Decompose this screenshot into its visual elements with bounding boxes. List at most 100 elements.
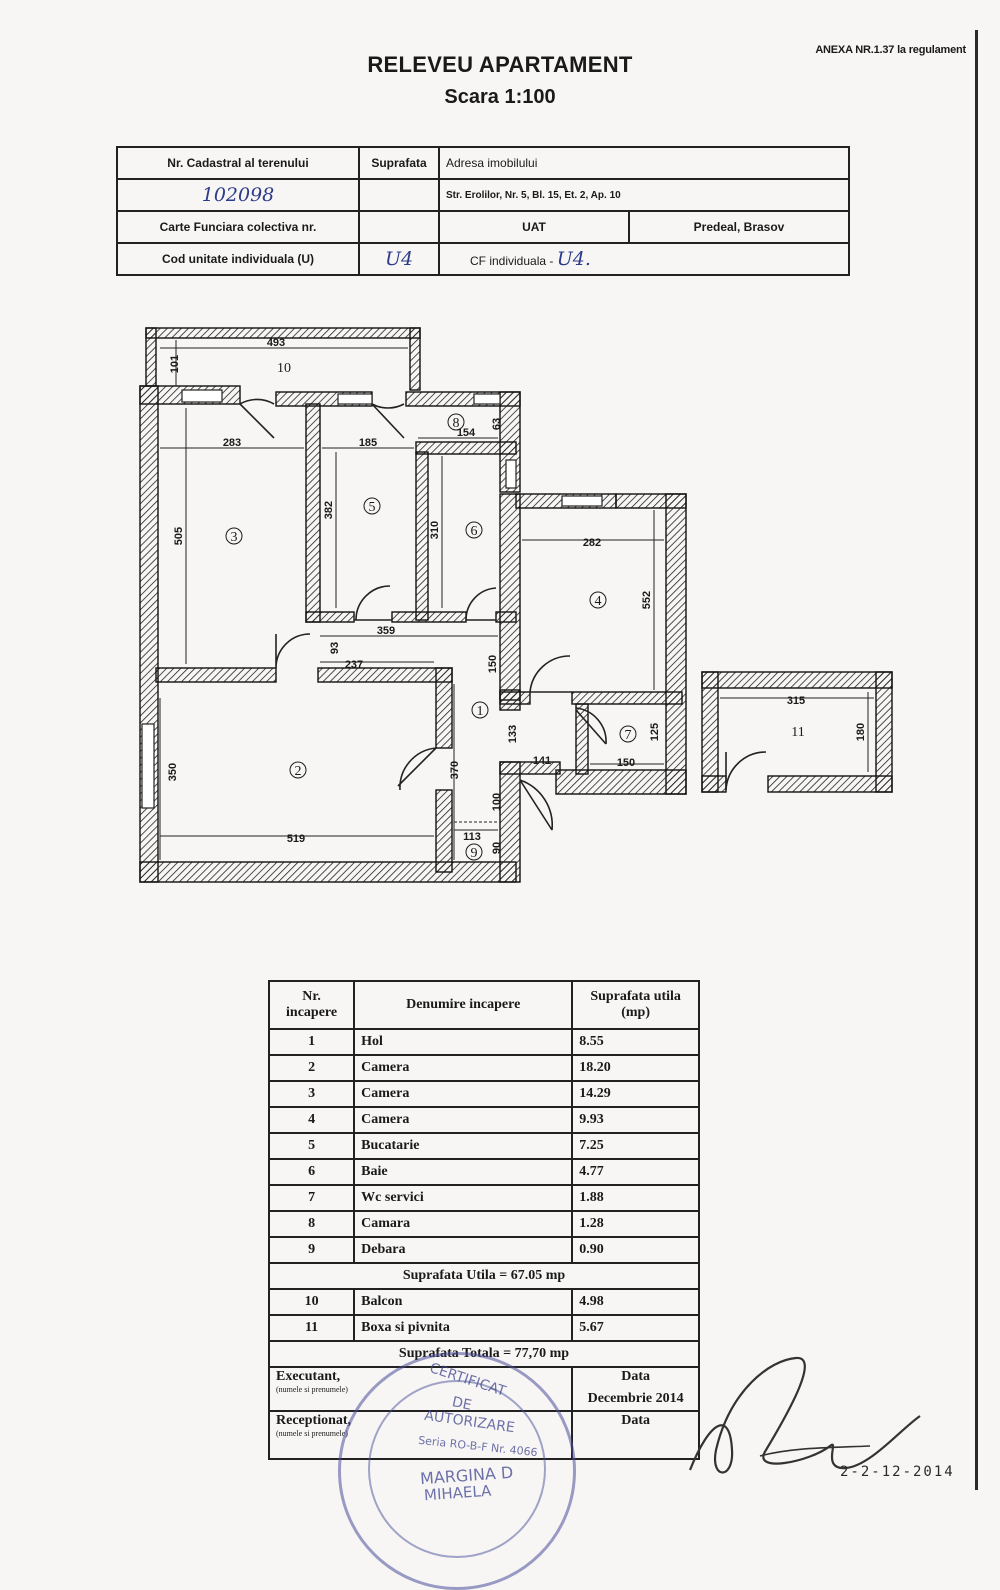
dim-label: 141 [533, 755, 551, 767]
dim-label: 359 [377, 625, 395, 637]
row-name: Bucatarie [353, 1132, 574, 1160]
executant-note: (numele si prenumele) [276, 1385, 348, 1394]
row-area: 8.55 [571, 1028, 700, 1056]
room-number: 8 [453, 416, 460, 431]
dim-label: 505 [173, 527, 185, 545]
dim-label: 370 [449, 761, 461, 779]
useful-total-row: Suprafata Utila = 67.05 mp [268, 1262, 700, 1290]
row-nr: 9 [267, 1236, 356, 1264]
dim-label: 282 [583, 537, 601, 549]
col-header-area: Suprafata utila (mp) [571, 980, 700, 1030]
row-area: 18.20 [571, 1054, 700, 1082]
dim-label: 552 [641, 591, 653, 609]
room-number-circle [225, 527, 243, 545]
dim-label: 315 [787, 695, 805, 707]
row-area: 7.25 [571, 1132, 700, 1160]
row-name: Camara [353, 1210, 574, 1238]
row-nr: 1 [267, 1028, 356, 1056]
receptionat-label: Receptionat, [276, 1413, 352, 1428]
cf-collective-empty [358, 210, 440, 244]
row-name: Wc servici [353, 1184, 574, 1212]
dim-label: 150 [617, 757, 635, 769]
row-nr: 11 [267, 1314, 356, 1342]
room-number: 1 [477, 704, 484, 719]
room-number: 4 [595, 594, 602, 609]
dim-label: 150 [487, 655, 499, 673]
surface-label: Suprafata [358, 146, 440, 180]
row-area: 4.77 [571, 1158, 700, 1186]
wall-balcony-right [409, 327, 421, 391]
dim-label: 90 [491, 842, 503, 854]
useful-total: Suprafata Utila = 67.05 mp [268, 1262, 700, 1290]
wall-2-hall-upper [435, 667, 453, 749]
row-name: Camera [353, 1106, 574, 1134]
annex-label: ANEXA NR.1.37 la regulament [815, 44, 966, 56]
wall-8-bottom [415, 441, 517, 455]
signature-date: 2-2-12-2014 [840, 1464, 955, 1480]
wall-outer-bottom [139, 861, 517, 883]
door-room6 [465, 587, 497, 621]
row-area: 5.67 [571, 1314, 700, 1342]
door-wc [575, 707, 607, 745]
room-number-circle [447, 413, 465, 431]
grand-total: Suprafata Totala = 77,70 mp [268, 1340, 700, 1368]
wall-11-left [701, 671, 719, 793]
dim-label: 133 [507, 725, 519, 743]
wall-5-6-bottom [391, 611, 467, 623]
wall-4-right [665, 493, 687, 795]
col-header-name: Denumire incapere [353, 980, 574, 1030]
dim-label: 519 [287, 833, 305, 845]
window-room6 [505, 459, 517, 489]
dim-label: 350 [167, 763, 179, 781]
room-number-circle [465, 843, 483, 861]
dim-label: 125 [649, 723, 661, 741]
dim-label: 180 [855, 723, 867, 741]
room-number: 7 [625, 728, 632, 743]
dim-label: 63 [491, 418, 503, 430]
unit-code-label: Cod unitate individuala (U) [116, 242, 360, 276]
window-room5 [337, 393, 373, 405]
row-name: Camera [353, 1054, 574, 1082]
door-entrance [519, 779, 554, 831]
uat-value: Predeal, Brasov [628, 210, 850, 244]
address-value: Str. Erolilor, Nr. 5, Bl. 15, Et. 2, Ap.… [438, 178, 850, 212]
header-table: Nr. Cadastral al terenului Suprafata Adr… [116, 146, 850, 276]
row-name: Boxa si pivnita [353, 1314, 574, 1342]
row-area: 1.88 [571, 1184, 700, 1212]
row-nr: 6 [267, 1158, 356, 1186]
wall-11-bottom-right [767, 775, 893, 793]
date-label: Data [621, 1369, 651, 1384]
wall-7-bottom [555, 769, 687, 795]
door-room2 [397, 747, 437, 791]
dim-label: 185 [359, 437, 377, 449]
page-title: RELEVEU APARTAMENT [367, 52, 633, 77]
row-area: 1.28 [571, 1210, 700, 1238]
room-number: 5 [369, 500, 376, 515]
dim-label: 382 [323, 501, 335, 519]
wall-2-3-right [317, 667, 453, 683]
window-room4 [561, 495, 603, 507]
room-number: 6 [471, 524, 478, 539]
dim-label: 283 [223, 437, 241, 449]
door-room3 [275, 633, 311, 669]
window-room3 [181, 389, 223, 403]
row-nr: 4 [267, 1106, 356, 1134]
grand-total-row: Suprafata Totala = 77,70 mp [268, 1340, 700, 1368]
uat-label: UAT [438, 210, 630, 244]
room-number: 3 [231, 530, 238, 545]
dim-label: 101 [169, 355, 181, 373]
receptionat-note: (numele si prenumele) [276, 1429, 348, 1438]
room-number: 2 [295, 764, 302, 779]
door-room5 [354, 585, 392, 621]
wall-11-right [875, 671, 893, 793]
wall-3-5 [305, 403, 321, 623]
row-area: 9.93 [571, 1106, 700, 1134]
document-page: ANEXA NR.1.37 la regulament RELEVEU APAR… [116, 30, 978, 1590]
row-nr: 8 [267, 1210, 356, 1238]
wall-hall-right-step [499, 761, 561, 775]
